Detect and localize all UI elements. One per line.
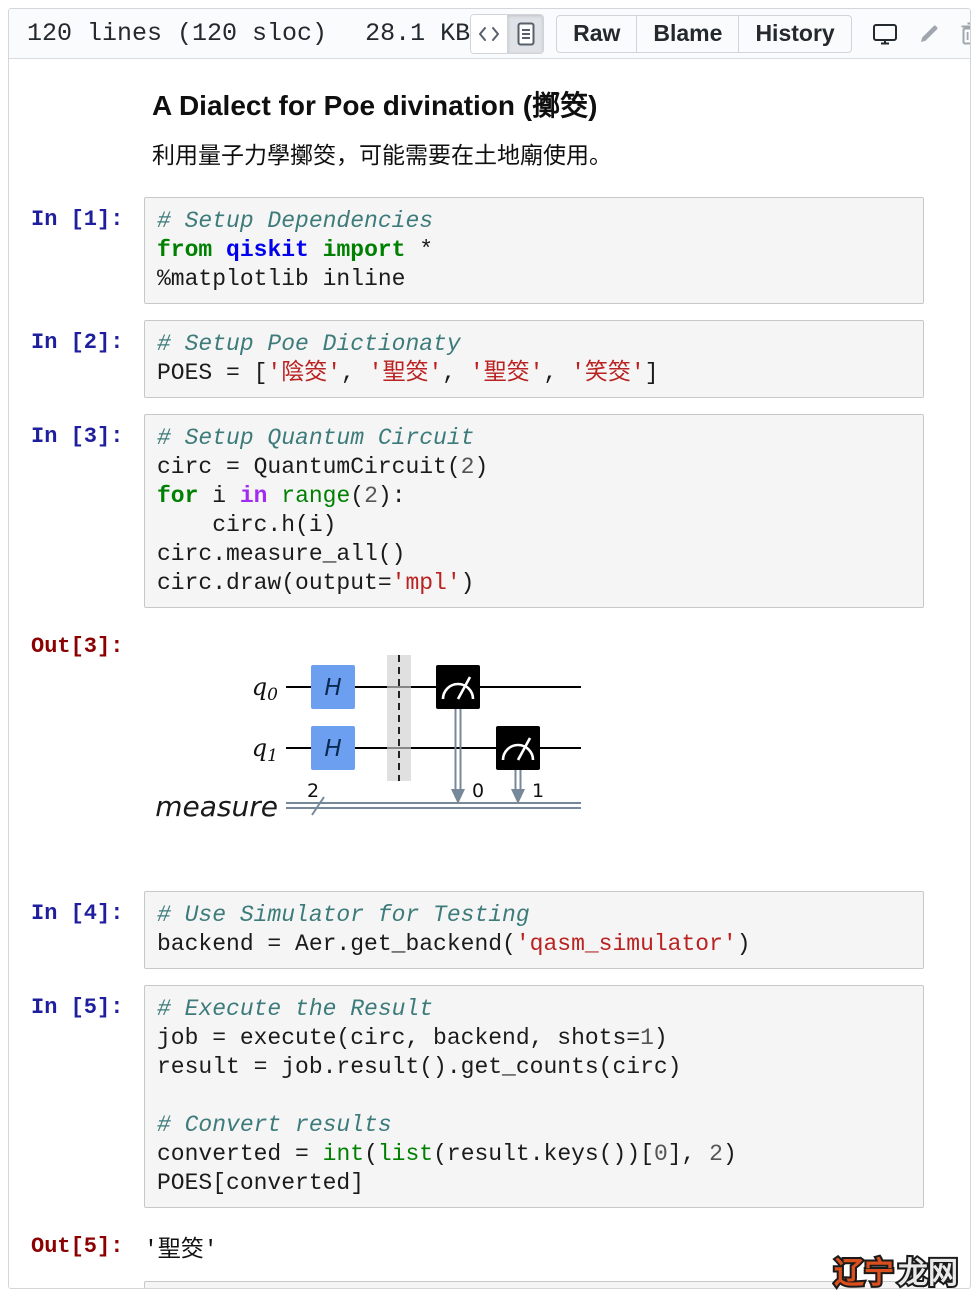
file-info: 120 lines (120 sloc) 28.1 KB <box>27 19 470 48</box>
notebook-cell: In [ ]: <box>31 1281 970 1288</box>
clbit-label-0: 0 <box>472 780 484 802</box>
input-prompt: In [5]: <box>31 995 124 1020</box>
notebook-cell: Out[5]: '聖筊' <box>31 1224 970 1265</box>
blame-button[interactable]: Blame <box>636 14 740 53</box>
edit-pencil-icon[interactable] <box>918 23 940 45</box>
code-line: circ.draw(output='mpl') <box>157 570 475 596</box>
code-line: # Setup Poe Dictionaty <box>157 331 461 357</box>
rendered-view-button[interactable] <box>507 14 544 53</box>
code-line: result = job.result().get_counts(circ) <box>157 1054 682 1080</box>
code-line: circ.h(i) <box>157 512 337 538</box>
measure-gate-q1 <box>496 726 540 804</box>
code-line: # Convert results <box>157 1112 392 1138</box>
file-header-bar: 120 lines (120 sloc) 28.1 KB <box>9 9 970 59</box>
clbit-label-1: 1 <box>532 780 544 802</box>
code-line: # Use Simulator for Testing <box>157 902 530 928</box>
code-line: converted = int(list(result.keys())[0], … <box>157 1141 737 1167</box>
notebook-cell: In [3]: # Setup Quantum Circuit circ = Qua… <box>31 414 970 608</box>
svg-text:H: H <box>324 675 341 701</box>
measure-gate-q0 <box>436 665 480 804</box>
raw-button[interactable]: Raw <box>556 14 638 53</box>
view-toggle-group <box>470 13 545 54</box>
source-view-button[interactable] <box>471 14 508 53</box>
code-cell-input <box>144 1281 924 1288</box>
watermark-part1: 辽宁 <box>834 1256 894 1291</box>
document-icon <box>517 22 535 45</box>
input-prompt: In [2]: <box>31 330 124 355</box>
code-line: job = execute(circ, backend, shots=1) <box>157 1025 668 1051</box>
site-watermark: 辽宁 龙网 <box>832 1254 960 1292</box>
trash-icon[interactable] <box>960 22 971 46</box>
notebook-body: A Dialect for Poe divination (擲筊) 利用量子力學… <box>9 59 970 1288</box>
notebook-title: A Dialect for Poe divination (擲筊) <box>152 90 598 121</box>
code-icon <box>479 26 500 41</box>
output-text: '聖筊' <box>144 1237 218 1263</box>
barrier <box>387 655 411 781</box>
creg-width-label: 2 <box>307 780 319 802</box>
file-size: 28.1 KB <box>365 19 471 48</box>
h-gate-q0: H <box>311 665 355 709</box>
output-prompt: Out[5]: <box>31 1234 124 1259</box>
file-actions-group: Raw Blame History <box>556 14 852 53</box>
file-view-container: 120 lines (120 sloc) 28.1 KB <box>8 8 971 1289</box>
code-cell-input: # Execute the Result job = execute(circ, … <box>144 985 924 1208</box>
qubit-label-q1: q1 <box>252 734 278 766</box>
code-line: from qiskit import * <box>157 237 434 263</box>
code-line <box>157 1082 911 1111</box>
output-prompt: Out[3]: <box>31 634 124 659</box>
notebook-cell: Out[3]: H H <box>31 624 970 855</box>
history-button[interactable]: History <box>738 14 852 53</box>
code-line: %matplotlib inline <box>157 266 406 292</box>
h-gate-q1: H <box>311 726 355 770</box>
notebook-cells: In [1]: # Setup Dependencies from qiskit i… <box>31 197 970 1288</box>
notebook-subtitle: 利用量子力學擲筊，可能需要在土地廟使用。 <box>152 142 612 168</box>
code-line: for i in range(2): <box>157 483 406 509</box>
code-line: backend = Aer.get_backend('qasm_simulato… <box>157 931 751 957</box>
code-cell-input: # Use Simulator for Testing backend = Aer… <box>144 891 924 969</box>
input-prompt: In [1]: <box>31 207 124 232</box>
quantum-circuit-diagram: H H 0 1 2 q0 <box>155 655 581 823</box>
notebook-cell: In [5]: # Execute the Result job = execute… <box>31 985 970 1208</box>
code-line: # Setup Quantum Circuit <box>157 425 475 451</box>
notebook-cell: In [1]: # Setup Dependencies from qiskit i… <box>31 197 970 304</box>
file-lines-count: 120 lines (120 sloc) <box>27 19 328 48</box>
code-line: # Execute the Result <box>157 996 434 1022</box>
code-line: POES = ['陰筊', '聖筊', '聖筊', '笑筊'] <box>157 360 659 386</box>
qubit-label-q0: q0 <box>252 673 278 705</box>
creg-label: measure <box>155 790 278 823</box>
input-prompt: In [4]: <box>31 901 124 926</box>
svg-text:H: H <box>324 736 341 762</box>
code-line: # Setup Dependencies <box>157 208 434 234</box>
code-cell-input: # Setup Dependencies from qiskit import *… <box>144 197 924 304</box>
circuit-output: H H 0 1 2 q0 <box>151 640 583 833</box>
code-line: circ.measure_all() <box>157 541 406 567</box>
code-cell-input: # Setup Quantum Circuit circ = QuantumCir… <box>144 414 924 608</box>
notebook-cell: In [4]: # Use Simulator for Testing backen… <box>31 891 970 969</box>
code-line: circ = QuantumCircuit(2) <box>157 454 489 480</box>
input-prompt: In [ ]: <box>31 1281 144 1288</box>
input-prompt: In [3]: <box>31 424 124 449</box>
code-line: POES[converted] <box>157 1170 365 1196</box>
desktop-icon[interactable] <box>872 22 898 46</box>
watermark-part2: 龙网 <box>898 1256 958 1291</box>
